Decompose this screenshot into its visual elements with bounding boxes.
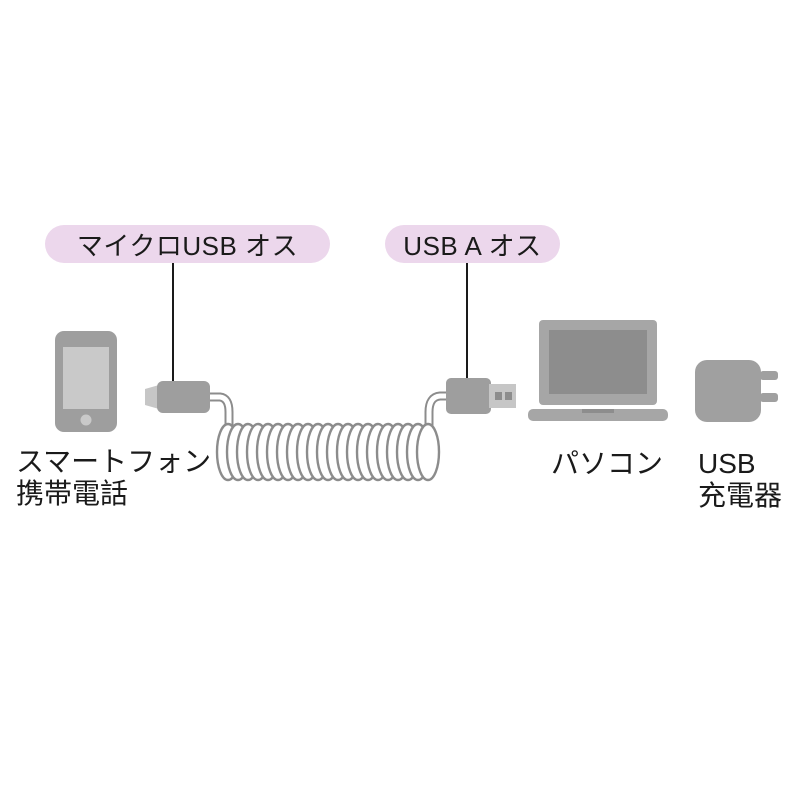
usb-a-connector-icon xyxy=(446,378,516,414)
caption-smartphone: スマートフォン 携帯電話 xyxy=(16,446,211,510)
caption-usb-charger: USB 充電器 xyxy=(698,448,782,512)
cable-lead-left xyxy=(205,392,234,430)
caption-charger-line1: USB xyxy=(698,448,756,479)
callout-label-micro-usb: マイクロUSB オス xyxy=(45,225,330,263)
caption-smartphone-line1: スマートフォン xyxy=(16,446,212,477)
callout-label-usb-a: USB A オス xyxy=(385,225,560,263)
callout-label-text: USB A オス xyxy=(403,230,542,261)
caption-smartphone-line2: 携帯電話 xyxy=(16,478,129,509)
caption-pc: パソコン xyxy=(551,448,663,480)
micro-usb-connector-icon xyxy=(145,381,210,413)
caption-charger-line2: 充電器 xyxy=(698,480,783,511)
usb-charger-icon xyxy=(695,360,778,422)
callout-label-text: マイクロUSB オス xyxy=(76,230,299,261)
caption-pc-text: パソコン xyxy=(551,448,664,479)
smartphone-icon xyxy=(55,331,117,432)
coiled-cable-icon xyxy=(215,422,441,482)
laptop-icon xyxy=(528,320,668,421)
cable-lead-right xyxy=(424,391,450,430)
